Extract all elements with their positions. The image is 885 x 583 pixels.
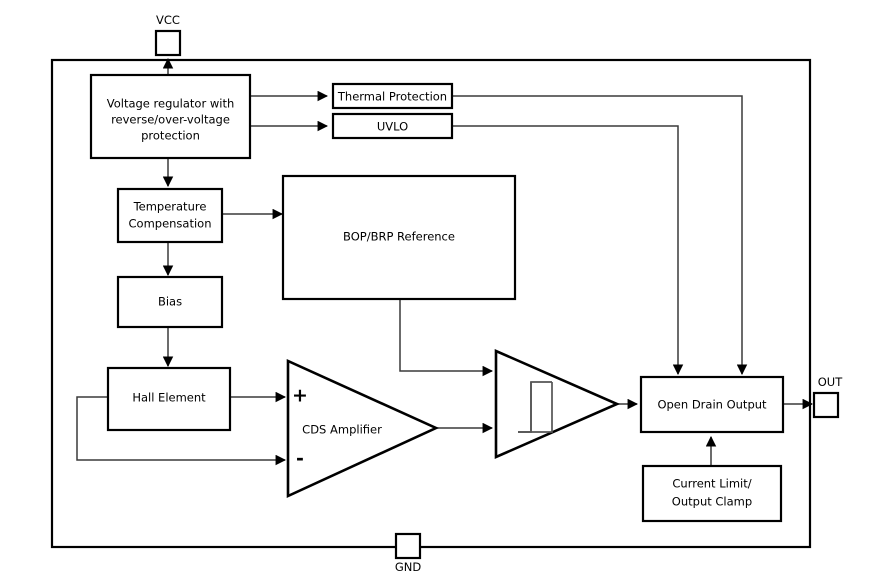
voltage-regulator-label-line2: reverse/over-voltage [111, 113, 230, 127]
open-drain-output-label: Open Drain Output [657, 398, 767, 412]
current-limit-label-line2: Output Clamp [672, 495, 752, 509]
pad-out-label: OUT [818, 375, 843, 389]
block-current-limit-output-clamp[interactable]: Current Limit/ Output Clamp [641, 464, 783, 523]
block-schmitt-trigger[interactable] [494, 349, 621, 459]
thermal-protection-label: Thermal Protection [337, 90, 447, 104]
block-voltage-regulator[interactable]: Voltage regulator with reverse/over-volt… [89, 73, 252, 160]
current-limit-label-line1: Current Limit/ [672, 477, 751, 491]
wire-thermal-to-output [452, 95, 748, 376]
bias-label: Bias [158, 295, 182, 309]
block-thermal-protection[interactable]: Thermal Protection [331, 82, 454, 110]
wire-hall-to-amp-minus [76, 396, 287, 466]
block-uvlo[interactable]: UVLO [331, 112, 454, 140]
pad-vcc[interactable] [154, 29, 182, 57]
temperature-compensation-label-line1: Temperature [133, 200, 207, 214]
hysteresis-icon-tail [518, 382, 553, 433]
hall-element-label: Hall Element [132, 391, 206, 405]
voltage-regulator-label-line3: protection [141, 129, 200, 143]
pad-gnd-label: GND [395, 560, 422, 574]
chip-boundary [50, 58, 812, 549]
cds-amplifier-minus-input-label: - [296, 448, 304, 470]
uvlo-label: UVLO [377, 120, 408, 134]
wire-uvlo-to-output [452, 125, 684, 376]
temperature-compensation-label-line2: Compensation [129, 217, 212, 231]
block-cds-amplifier[interactable]: + - CDS Amplifier [286, 358, 440, 499]
voltage-regulator-label-line1: Voltage regulator with [107, 97, 235, 111]
pad-vcc-label: VCC [156, 13, 180, 27]
pad-gnd[interactable] [394, 532, 422, 560]
block-open-drain-output[interactable]: Open Drain Output [639, 375, 785, 434]
cds-amplifier-plus-input-label: + [292, 385, 308, 407]
block-hall-element[interactable]: Hall Element [106, 366, 232, 432]
bop-brp-reference-label: BOP/BRP Reference [343, 230, 455, 244]
block-bias[interactable]: Bias [116, 275, 224, 329]
cds-amplifier-label: CDS Amplifier [302, 423, 382, 437]
pad-out[interactable] [812, 391, 840, 419]
block-bop-brp-reference[interactable]: BOP/BRP Reference [281, 174, 517, 301]
block-temperature-compensation[interactable]: Temperature Compensation [116, 187, 224, 244]
wire-bopbrp-to-schmitt [399, 299, 494, 377]
